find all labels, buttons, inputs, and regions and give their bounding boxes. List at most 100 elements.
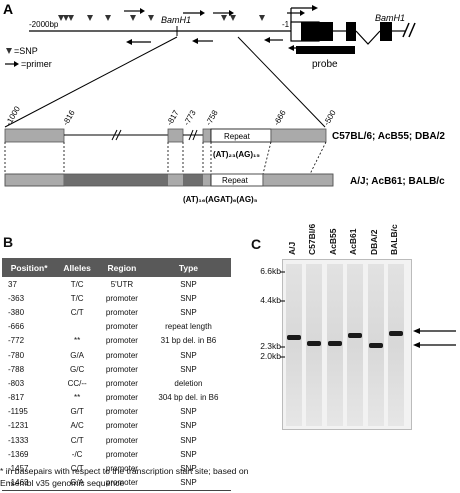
position-cell: -1231 [8, 421, 29, 431]
marker-2-0kb: 2.0kb [260, 351, 281, 361]
region-cell: promoter [105, 393, 138, 403]
probe-bar [296, 46, 355, 54]
region-cell: promoter [105, 407, 138, 417]
alleles-cell: C/T [70, 307, 84, 317]
motif-bottom: (AT)₁₆(AGAT)₆(AG)₅ [183, 195, 258, 204]
svg-text:-666: -666 [272, 108, 288, 127]
marker-6-6kb: 6.6kb [260, 266, 281, 276]
type-cell: 31 bp del. in B6 [160, 336, 217, 346]
type-cell: SNP [145, 475, 231, 491]
lane-label-acb55: AcB55 [328, 228, 338, 255]
region-cell: promoter [105, 421, 138, 431]
svg-text:-817: -817 [165, 108, 181, 127]
svg-text:Repeat: Repeat [224, 132, 251, 141]
alleles-cell [56, 320, 98, 334]
position-cell: -1195 [8, 407, 28, 417]
position-cell: -788 [8, 364, 25, 374]
lane-label-aj: A/J [287, 241, 297, 255]
alleles-cell: ** [74, 336, 81, 346]
motif-top: (AT)₂₃(AG)₁₅ [213, 150, 260, 159]
type-cell: SNP [180, 293, 197, 303]
position-cell: -1457 [8, 464, 29, 474]
position-labels: -1000 -816 -817 -773 -758 -666 -500 [4, 104, 338, 127]
blot-image [286, 264, 404, 426]
table-footnote: * in basepairs with respect to the trans… [0, 466, 249, 488]
allele-bar-top: Repeat [4, 128, 327, 143]
exon-1-coding [301, 22, 333, 41]
alleles-cell: A/C [70, 421, 84, 431]
type-cell: SNP [180, 364, 197, 374]
marker-4-4kb: 4.4kb [260, 295, 281, 305]
snp-legend-icon [6, 48, 12, 54]
blot-bands [287, 331, 403, 348]
band-arrows [413, 328, 456, 348]
alleles-cell: T/C [70, 293, 84, 303]
position-cell: -363 [8, 293, 25, 303]
southern-blot [282, 259, 412, 430]
type-cell: SNP [180, 350, 197, 360]
position-cell: -780 [8, 350, 25, 360]
table-row: -817 ** promoter 304 bp del. in B6 [2, 391, 231, 405]
dashed-connectors [4, 141, 327, 175]
table-header-row: Position* Alleles Region Type [2, 258, 231, 277]
type-cell: SNP [180, 307, 197, 317]
primer-arrows [124, 8, 305, 16]
marker-ticks [280, 271, 285, 358]
strains-top-label: C57BL/6; AcB55; DBA/2 [332, 131, 445, 142]
svg-text:Repeat: Repeat [222, 176, 249, 185]
position-cell: -803 [8, 378, 25, 388]
start-label: -2000bp [29, 20, 59, 29]
alleles-cell: CC/-- [67, 378, 87, 388]
alleles-cell: G/C [70, 364, 85, 374]
strains-bottom-label: A/J; AcB61; BALB/c [350, 176, 445, 187]
zoom-line-right [237, 36, 326, 128]
reverse-primers [126, 37, 312, 51]
position-cell: -772 [8, 336, 25, 346]
table-row: -1195 G/T promoter SNP [2, 405, 231, 419]
type-cell: SNP [180, 407, 197, 417]
svg-text:-758: -758 [204, 108, 220, 127]
header-type: Type [145, 258, 231, 277]
header-position: Position* [2, 258, 57, 277]
snp-legend-label: =SNP [14, 46, 38, 56]
type-cell: 304 bp del. in B6 [158, 393, 219, 403]
region-cell: promoter [105, 350, 138, 360]
position-cell: -1333 [8, 435, 29, 445]
allele-bar-bottom: Repeat [4, 173, 334, 187]
position-cell: -1463 [2, 475, 57, 491]
type-cell: SNP [180, 464, 197, 474]
alleles-cell: G/T [70, 407, 84, 417]
zoom-line-left [4, 36, 178, 128]
lane-label-c57bl6: C57Bl/6 [307, 223, 317, 255]
svg-text:-500: -500 [322, 108, 338, 127]
type-cell: SNP [180, 279, 197, 289]
exon-3 [380, 22, 392, 41]
region-cell: promoter [105, 322, 138, 332]
alleles-cell: G/A [70, 350, 85, 360]
primer-legend-label: =primer [21, 59, 52, 69]
svg-text:-816: -816 [61, 108, 77, 127]
snp-markers [58, 15, 265, 21]
lane-label-balbc: BALB/c [389, 224, 399, 255]
type-cell: deletion [174, 378, 203, 388]
table-row: -780 G/A promoter SNP [2, 348, 231, 362]
type-cell: repeat length [165, 322, 212, 332]
header-region: Region [98, 258, 146, 277]
alleles-cell: G/A [56, 475, 98, 491]
position-cell: -817 [8, 393, 25, 403]
position-cell: 37 [8, 279, 17, 289]
header-alleles: Alleles [56, 258, 98, 277]
svg-text:-773: -773 [182, 108, 198, 127]
alleles-cell: ** [74, 393, 81, 403]
